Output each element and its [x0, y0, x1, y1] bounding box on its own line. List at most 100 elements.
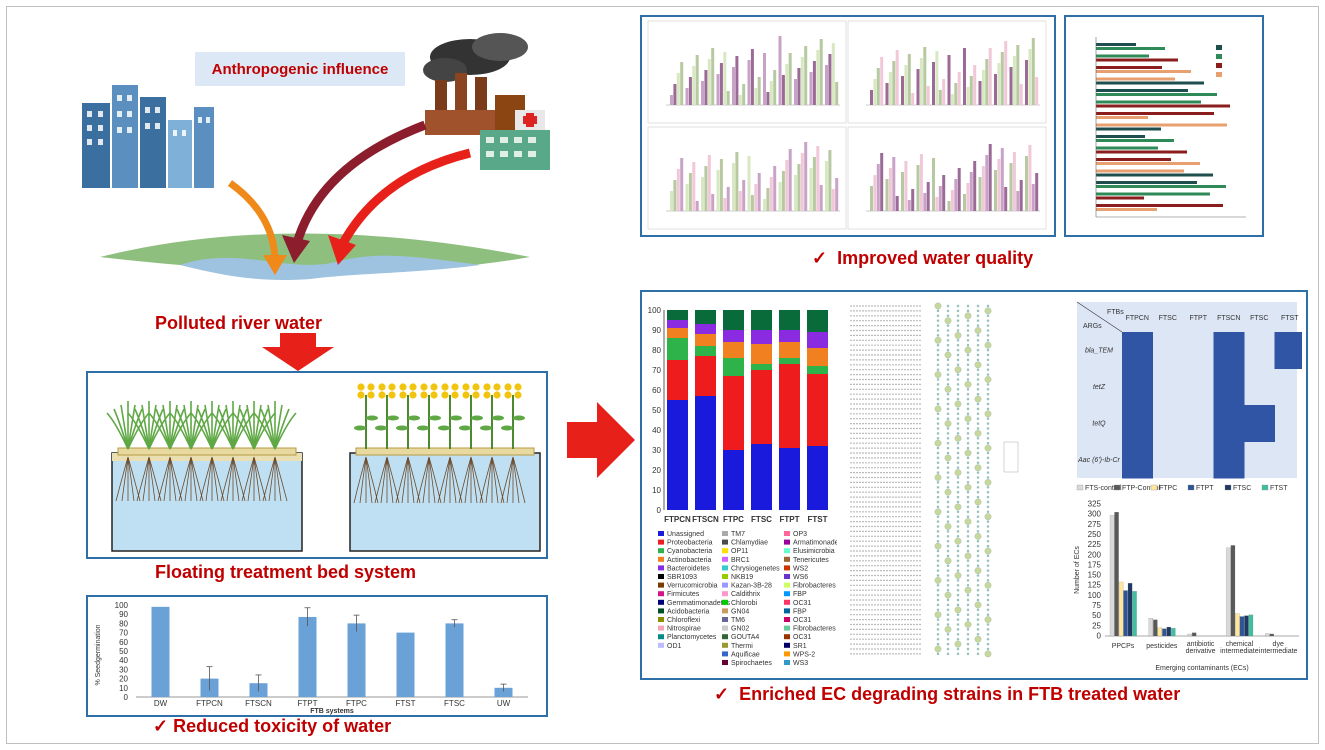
root	[386, 456, 400, 504]
removal-bar	[735, 152, 739, 211]
root	[121, 456, 129, 502]
legend-swatch	[722, 625, 728, 631]
leaf	[417, 425, 429, 431]
removal-bar	[812, 61, 816, 105]
removal-bar	[950, 94, 954, 105]
legend-swatch	[784, 539, 790, 545]
bubble	[976, 588, 980, 592]
bubble	[944, 420, 952, 427]
legend-label: OC31	[793, 600, 811, 607]
bubble	[946, 598, 950, 602]
stacked-segment	[667, 338, 688, 360]
root	[148, 456, 162, 502]
bubble	[966, 598, 970, 602]
stacked-segment	[807, 310, 828, 332]
bubble	[976, 339, 980, 342]
bubble	[954, 434, 962, 442]
x-tick-label: PPCPs	[1112, 643, 1135, 650]
removal-bar	[963, 194, 966, 211]
removal-bar	[870, 90, 873, 105]
bubble	[986, 647, 990, 651]
bubble	[956, 613, 960, 616]
legend-swatch	[784, 599, 790, 605]
bubble	[936, 628, 940, 631]
bubble	[934, 611, 942, 619]
removal-bar	[888, 72, 892, 105]
root	[407, 456, 415, 504]
figure-frame	[6, 6, 1319, 744]
root	[443, 456, 451, 504]
bubble	[936, 363, 940, 367]
legend-label: FBP	[793, 608, 807, 615]
bubble	[946, 407, 950, 411]
root	[365, 456, 373, 504]
removal-bar	[1028, 49, 1032, 105]
removal-bar	[747, 60, 751, 105]
legend-label: Unassigned	[667, 531, 704, 538]
y-tick-label: 325	[1088, 500, 1102, 509]
bubble	[946, 334, 950, 337]
removal-bar	[769, 177, 773, 211]
bubble	[974, 361, 982, 369]
bubble	[954, 572, 962, 579]
removal-bar	[732, 163, 735, 211]
legend-label: Chloroflexi	[667, 617, 701, 624]
bubble	[984, 444, 992, 452]
legend-label: SBR1093	[667, 574, 697, 581]
flower-blossom	[451, 391, 459, 399]
legend-swatch	[1261, 484, 1269, 491]
removal-bar	[704, 70, 708, 105]
root	[386, 456, 394, 504]
root	[205, 456, 213, 502]
bubble	[946, 397, 950, 401]
bubble	[936, 564, 940, 567]
bubble	[966, 368, 970, 371]
bubble	[946, 402, 950, 406]
bubble	[946, 535, 950, 538]
bubble	[976, 608, 980, 612]
bubble	[936, 437, 940, 440]
pathogen-bar	[1096, 93, 1217, 96]
bubble	[974, 327, 982, 334]
bubble	[936, 343, 940, 347]
removal-bar	[942, 175, 946, 211]
legend-label: Armatimonadetes	[793, 540, 837, 547]
x-tick-label: antibiotic	[1187, 641, 1215, 648]
removal-bar	[981, 70, 985, 105]
removal-bar	[885, 83, 889, 105]
bubble	[966, 353, 970, 357]
removal-bar	[711, 48, 715, 105]
bubble	[976, 392, 980, 396]
bubble	[936, 584, 940, 587]
grass-blade	[253, 412, 276, 450]
removal-bar	[966, 183, 970, 211]
bubble	[936, 623, 940, 626]
legend-swatch	[722, 599, 728, 605]
removal-bar	[778, 36, 782, 105]
pathogen-bar	[1096, 100, 1201, 104]
bubble	[956, 358, 960, 362]
x-tick-label: FTPT	[780, 515, 800, 524]
ec-bar	[1162, 628, 1167, 637]
legend-label: OD1	[667, 643, 682, 650]
flower-blossom	[472, 383, 480, 391]
y-tick-label: 100	[115, 601, 129, 610]
legend-label: Thermi	[731, 643, 753, 650]
bubble	[966, 515, 970, 518]
bubble	[946, 471, 950, 474]
bubble	[956, 564, 960, 567]
removal-bar	[1025, 156, 1028, 211]
bubble	[956, 407, 960, 411]
legend-swatch	[722, 591, 728, 597]
bubble	[946, 363, 950, 367]
grass-blade	[127, 412, 150, 450]
bubble	[956, 304, 960, 308]
ec-bar	[1171, 628, 1176, 637]
bubble	[946, 633, 950, 636]
removal-bar	[969, 172, 973, 211]
bubble	[956, 481, 960, 484]
removal-bar	[828, 150, 832, 211]
bubble	[984, 307, 992, 315]
root	[479, 456, 493, 504]
y-tick-label: 60	[119, 638, 128, 647]
